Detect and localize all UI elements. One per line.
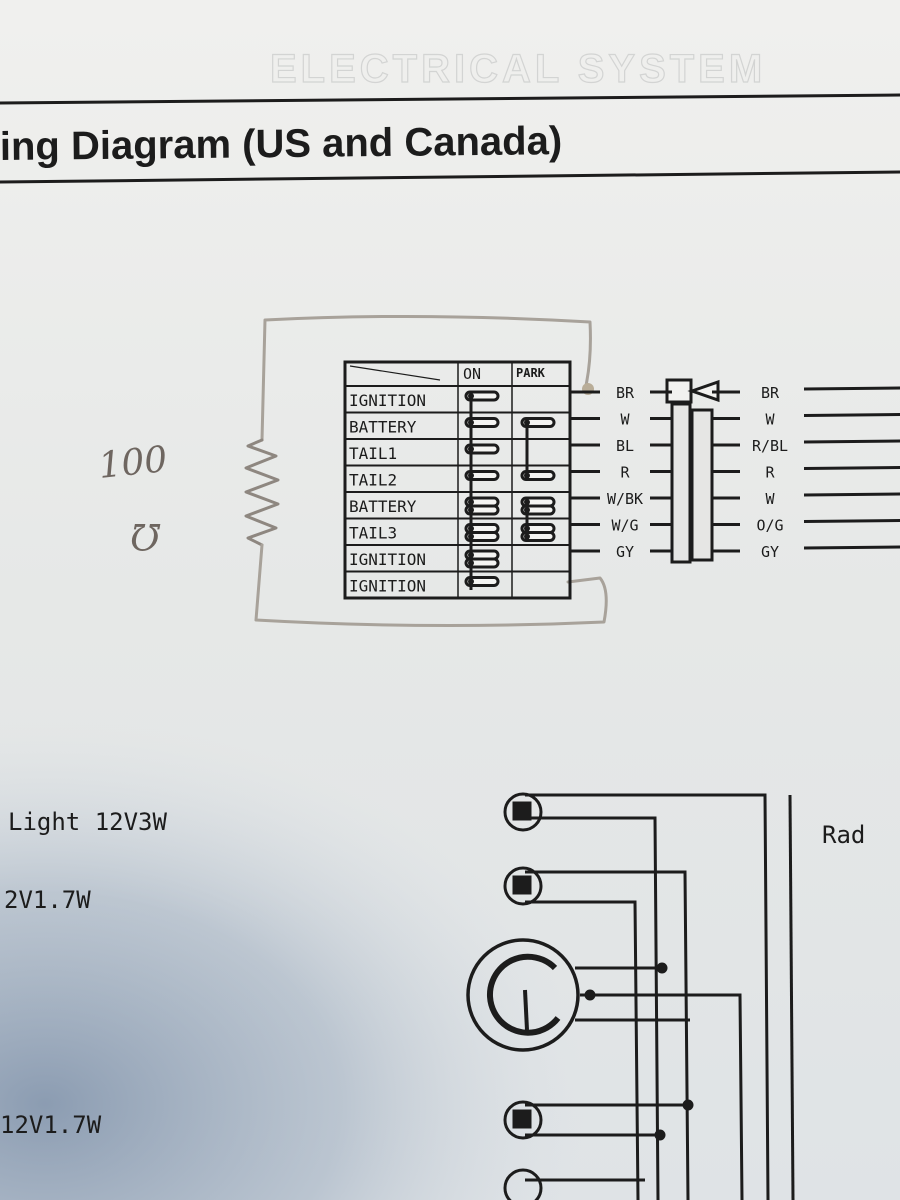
label-light-2: 2V1.7W <box>4 886 91 914</box>
wire-label-right: R/BL <box>752 437 788 455</box>
harness-wire <box>803 466 900 470</box>
wire-label-left: W <box>620 411 630 429</box>
photo-shadow <box>0 560 900 1200</box>
junction-dot <box>584 989 596 1001</box>
wire-a <box>525 793 770 1200</box>
contact-on-icon <box>464 531 500 542</box>
wire-label-left: R <box>620 464 630 482</box>
contact-park-icon <box>520 531 556 542</box>
wire-label-left: BL <box>616 437 634 455</box>
title-rule-bottom <box>0 170 900 184</box>
label-light-1: Light 12V3W <box>8 808 167 836</box>
harness-wire <box>803 545 900 550</box>
resistor-symbol <box>244 438 280 547</box>
harness-wire <box>803 492 900 497</box>
wire-label-right: W <box>765 411 775 429</box>
contact-on-icon <box>464 470 500 481</box>
junction-dot <box>656 962 668 974</box>
label-rad: Rad <box>822 821 865 849</box>
bleed-through-heading: ELECTRICAL SYSTEM <box>270 47 766 91</box>
wire-b <box>525 816 660 1200</box>
harness-wire <box>803 386 900 391</box>
contact-on-icon <box>464 443 500 455</box>
resistance-unit: Ω <box>130 515 161 556</box>
switch-row-label: TAIL1 <box>349 444 397 463</box>
wire-label-right: GY <box>761 543 779 561</box>
switch-row-label: BATTERY <box>349 497 417 516</box>
indicator-lamp-icon <box>503 1168 543 1200</box>
indicator-lamp-icon <box>503 1100 543 1140</box>
switch-row-label: TAIL2 <box>349 471 397 490</box>
lower-instrument-diagram <box>466 792 795 1200</box>
harness-wire <box>803 519 900 523</box>
wire-k <box>788 794 795 1200</box>
section-title: ing Diagram (US and Canada) <box>0 119 562 169</box>
contact-on-icon <box>464 557 500 569</box>
pencil-resistor-loop <box>244 314 608 628</box>
resistance-value: 100 <box>97 439 170 487</box>
title-rule-top <box>0 93 900 105</box>
wire-label-right: BR <box>761 384 780 402</box>
contact-on-icon <box>464 576 500 587</box>
contact-on-icon <box>464 417 500 428</box>
indicator-lamp-icon <box>503 866 543 906</box>
pencil-wire-top <box>260 314 592 442</box>
switch-row-label: IGNITION <box>349 550 426 569</box>
wire-label-right: R <box>765 464 775 482</box>
wire-label-left: GY <box>616 543 634 561</box>
connector-body-right <box>690 408 714 562</box>
wire-f <box>580 993 744 1200</box>
ignition-switch-table: ON PARK IGNITIONBATTERYTAIL1TAIL2BATTERY… <box>343 360 572 600</box>
switch-row-label: BATTERY <box>349 418 417 437</box>
contact-on-icon <box>464 504 500 516</box>
pencil-wire-bottom <box>254 543 608 628</box>
wire-label-right: W <box>765 490 775 508</box>
wire-label-right: O/G <box>756 517 783 535</box>
connector-body-left <box>670 402 692 564</box>
junction-dot <box>682 1099 694 1111</box>
contact-on-icon <box>464 390 500 402</box>
contact-terminal-icon <box>524 533 530 540</box>
contact-park-icon <box>520 470 556 481</box>
switch-row-label: IGNITION <box>349 577 426 596</box>
col-header-park: PARK <box>516 366 546 380</box>
gauge-icon <box>466 938 580 1052</box>
switch-row-label: IGNITION <box>349 391 426 410</box>
contact-park-icon <box>520 417 556 428</box>
label-light-3: 12V1.7W <box>0 1111 102 1139</box>
harness-wire <box>803 439 900 444</box>
gauge-needle-arc <box>487 953 561 1036</box>
wire-label-left: W/G <box>611 517 638 535</box>
switch-row-label: TAIL3 <box>349 524 397 543</box>
contact-park-icon <box>520 504 556 516</box>
table-corner-diagonal <box>349 365 441 381</box>
col-header-on: ON <box>463 365 481 383</box>
wire-label-left: W/BK <box>607 490 643 508</box>
wire-c <box>525 870 690 1200</box>
harness-wire <box>803 413 900 417</box>
junction-dot <box>654 1129 666 1141</box>
wire-label-left: BR <box>616 384 635 402</box>
indicator-lamp-icon <box>503 792 543 832</box>
wire-d <box>525 900 640 1200</box>
